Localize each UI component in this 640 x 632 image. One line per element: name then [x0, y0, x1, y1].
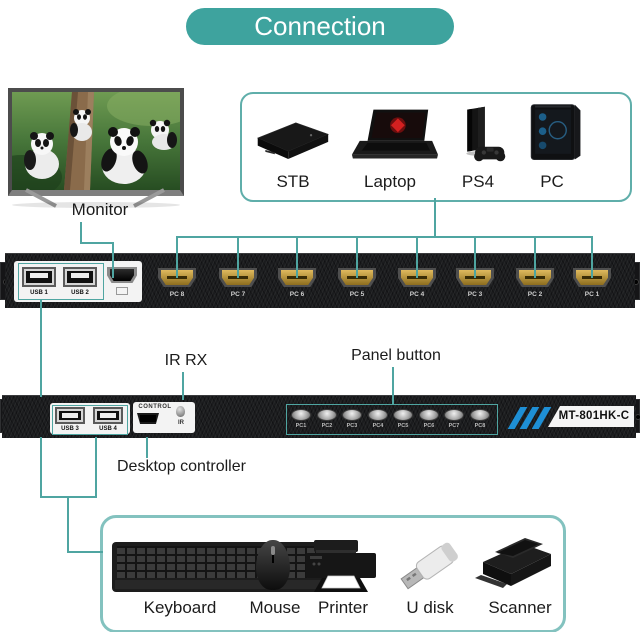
hdmi-label-pc5: PC 5: [349, 291, 365, 298]
connector-usb3-down: [40, 437, 42, 498]
scanner-label: Scanner: [488, 598, 552, 617]
hdmi-label-pc7: PC 7: [230, 291, 246, 298]
front-usb-frame: [18, 263, 104, 300]
keyboard-image: [112, 542, 334, 592]
connector-drop-pc7: [237, 236, 239, 278]
panel-button-pc3: [342, 409, 362, 421]
rear-usb-frame: [52, 405, 128, 435]
ir-receiver-label: IR: [178, 420, 184, 426]
hdmi-label-pc1: PC 1: [584, 291, 600, 298]
usb4-label: USB 4: [99, 426, 117, 432]
monitor-label: Monitor: [71, 200, 129, 219]
connector-sources-h: [176, 236, 593, 238]
panel-button-label-pc6: PC6: [423, 423, 435, 429]
control-miniusb-port: [137, 413, 159, 424]
connector-drop-pc3: [474, 236, 476, 278]
udisk-image: [400, 542, 458, 590]
printer-label: Printer: [317, 598, 369, 617]
connector-usb4-down: [95, 437, 97, 498]
panel-button-label-pc3: PC3: [346, 423, 358, 429]
desktop-controller-label: Desktop controller: [117, 458, 246, 475]
usb2-label: USB 2: [71, 290, 89, 296]
panel-button-label: Panel button: [351, 347, 441, 364]
usb1-port: [22, 267, 56, 287]
monitor-shadow: [12, 202, 180, 208]
usb3-port: [55, 407, 85, 424]
connector-drop-pc6: [296, 236, 298, 278]
connector-to-peripherals: [67, 551, 103, 553]
connector-monitor-v1: [80, 222, 82, 244]
panel-button-label-pc2: PC2: [321, 423, 333, 429]
hdmi-label-pc4: PC 4: [409, 291, 425, 298]
udisk-label: U disk: [406, 598, 454, 617]
usb3-label: USB 3: [61, 426, 79, 432]
connector-sources-v: [434, 198, 436, 238]
panel-button-pc5: [393, 409, 413, 421]
usb1-label: USB 1: [30, 290, 48, 296]
hdmi-label-pc3: PC 3: [467, 291, 483, 298]
monitor-output-icon: [116, 287, 128, 295]
panel-button-pc4: [368, 409, 388, 421]
ps4-label: PS4: [461, 172, 495, 191]
connector-drop-pc8: [176, 236, 178, 278]
connector-merge-down: [67, 496, 69, 553]
panel-buttons-frame: [286, 404, 498, 435]
hdmi-label-pc8: PC 8: [169, 291, 185, 298]
hdmi-label-pc2: PC 2: [527, 291, 543, 298]
connector-usb-down: [40, 299, 42, 397]
connector-drop-pc4: [416, 236, 418, 278]
usb2-port: [63, 267, 97, 287]
stb-label: STB: [276, 172, 310, 191]
page-title: Connection: [186, 8, 454, 45]
connector-panel-button: [392, 367, 394, 405]
monitor-hdmi-port: [107, 267, 137, 283]
pc-label: PC: [540, 172, 564, 191]
pc-image: [530, 104, 581, 161]
panel-button-pc8: [470, 409, 490, 421]
mouse-label: Mouse: [249, 598, 301, 617]
model-banner: MT-801HK-C: [548, 406, 634, 427]
usb4-port: [93, 407, 123, 424]
keyboard-label: Keyboard: [143, 598, 217, 617]
panel-button-pc1: [291, 409, 311, 421]
control-label: CONTROL: [138, 404, 172, 410]
panel-button-label-pc5: PC5: [397, 423, 409, 429]
mouse-image: [256, 540, 290, 590]
ir-rx-label: IR RX: [164, 352, 208, 369]
panel-button-label-pc7: PC7: [448, 423, 460, 429]
panel-button-pc6: [419, 409, 439, 421]
ps4-image: [466, 106, 506, 162]
scanner-image: [475, 538, 551, 588]
connector-drop-pc5: [356, 236, 358, 278]
panel-button-pc2: [317, 409, 337, 421]
panel-button-pc7: [444, 409, 464, 421]
panel-button-label-pc4: PC4: [372, 423, 384, 429]
stb-image: [256, 122, 329, 159]
monitor-image: [8, 88, 184, 196]
printer-image: [306, 540, 376, 592]
connector-drop-pc1: [591, 236, 593, 278]
connector-monitor-v2: [112, 242, 114, 278]
laptop-label: Laptop: [364, 172, 416, 191]
connector-ir-rx: [182, 372, 184, 400]
laptop-image: [351, 109, 438, 159]
connector-drop-pc2: [534, 236, 536, 278]
panel-button-label-pc1: PC1: [295, 423, 307, 429]
panel-button-label-pc8: PC8: [474, 423, 486, 429]
connector-controller: [146, 437, 148, 458]
connector-monitor-h: [80, 242, 114, 244]
hdmi-label-pc6: PC 6: [289, 291, 305, 298]
ir-receiver-icon: [176, 406, 185, 417]
panda-photo: [12, 92, 180, 190]
